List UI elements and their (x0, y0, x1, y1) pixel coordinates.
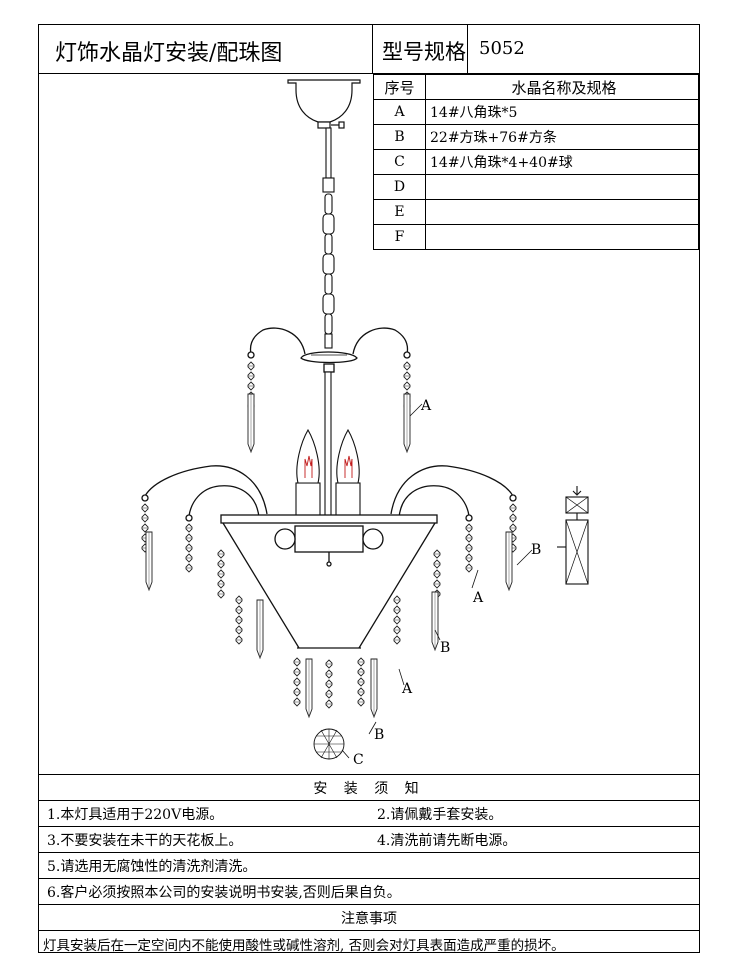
spec-row-name (425, 224, 699, 250)
model-label: 型号规格 (373, 25, 468, 74)
center-stem (324, 371, 332, 519)
caution-row: 灯具安装后在一定空间内不能使用酸性或碱性溶剂, 否则会对灯具表面造成严重的损坏。 (39, 930, 699, 956)
col-index-header: 序号 (373, 74, 426, 100)
callout-a-right: A (472, 590, 484, 606)
notes-heading: 安 装 须 知 (39, 774, 699, 801)
sheet-title: 灯饰水晶灯安装/配珠图 (39, 25, 373, 74)
callout-b-detail: B (531, 542, 541, 558)
notes-row: 1.本灯具适用于220V电源。 2.请佩戴手套安装。 (39, 800, 699, 827)
note-item: 3.不要安装在未干的天花板上。 (39, 826, 369, 853)
callout-a-upper: A (420, 398, 432, 414)
note-item: 5.请选用无腐蚀性的清洗剂清洗。 (39, 852, 699, 879)
spec-row: F (373, 224, 699, 250)
ceiling-canopy (287, 79, 361, 129)
spec-row-name: 22#方珠+76#方条 (425, 124, 699, 150)
spec-row: E (373, 199, 699, 225)
caution-text: 灯具安装后在一定空间内不能使用酸性或碱性溶剂, 否则会对灯具表面造成严重的损坏。 (39, 930, 699, 956)
notes-row: 3.不要安装在未干的天花板上。 4.清洗前请先断电源。 (39, 826, 699, 853)
spec-row-name (425, 199, 699, 225)
outer-arms (141, 465, 517, 522)
spec-row: B 22#方珠+76#方条 (373, 124, 699, 150)
callout-leaders (341, 403, 533, 759)
model-value: 5052 (468, 25, 699, 74)
chandelier-drawing: A B A B A B C (141, 79, 589, 768)
callout-b-right: B (440, 640, 450, 656)
caution-heading: 注意事项 (39, 904, 699, 931)
note-item: 2.请佩戴手套安装。 (369, 800, 699, 827)
callout-b-lower: B (374, 727, 384, 743)
callout-a-lower: A (401, 681, 413, 697)
suspension-chain (322, 127, 335, 349)
spec-row-index: C (373, 149, 426, 175)
callout-c: C (353, 752, 364, 768)
prism-detail (557, 486, 589, 585)
note-item: 1.本灯具适用于220V电源。 (39, 800, 369, 827)
spec-row-index: B (373, 124, 426, 150)
upper-arms (247, 327, 411, 373)
note-item: 4.清洗前请先断电源。 (369, 826, 699, 853)
crystal-spec-table: 序号 水晶名称及规格 A 14#八角珠*5 B 22#方珠+76#方条 C 14… (373, 74, 699, 250)
spec-row-index: F (373, 224, 426, 250)
lamp-frame (220, 514, 438, 649)
notes-heading-row: 安 装 须 知 (39, 774, 699, 801)
crystal-ball-c (313, 728, 345, 760)
note-item: 6.客户必须按照本公司的安装说明书安装,否则后果自负。 (39, 878, 699, 905)
col-name-header: 水晶名称及规格 (425, 74, 699, 100)
notes-row: 6.客户必须按照本公司的安装说明书安装,否则后果自负。 (39, 878, 699, 905)
installation-notes: 安 装 须 知 1.本灯具适用于220V电源。 2.请佩戴手套安装。 3.不要安… (39, 774, 699, 956)
caution-heading-row: 注意事项 (39, 904, 699, 931)
spec-table-header: 序号 水晶名称及规格 (373, 74, 699, 100)
installation-sheet: 灯饰水晶灯安装/配珠图 型号规格 5052 序号 水晶名称及规格 A 14#八角… (38, 24, 700, 956)
notes-row: 5.请选用无腐蚀性的清洗剂清洗。 (39, 852, 699, 879)
candle-bulbs (295, 428, 361, 520)
